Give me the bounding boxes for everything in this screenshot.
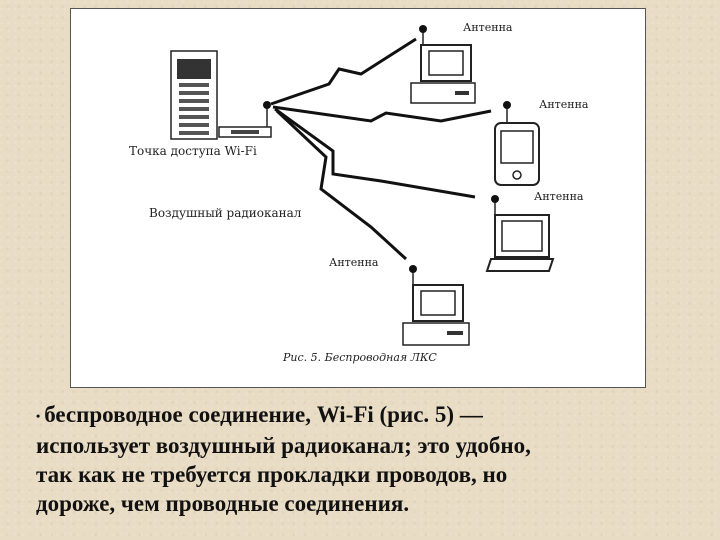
text-line-1-content: беспроводное соединение, Wi-Fi (рис. 5) …: [44, 402, 483, 427]
text-line-2: использует воздушный радиоканал; это удо…: [36, 433, 531, 459]
text-line-1: •беспроводное соединение, Wi-Fi (рис. 5)…: [36, 400, 696, 431]
radio-link-3: [274, 107, 476, 199]
access-point-label: Точка доступа Wi-Fi: [129, 144, 257, 158]
workstation-bottom-icon: [402, 265, 470, 346]
workstation-top-icon: [410, 25, 476, 104]
network-diagram: Точка доступа Wi-Fi Воздушный радиоканал…: [129, 21, 589, 364]
radio-link-4: [275, 109, 408, 261]
figure-caption: Рис. 5. Беспроводная ЛКС: [282, 351, 437, 364]
text-line-4: дороже, чем проводные соединения.: [36, 491, 410, 517]
description-paragraph: •беспроводное соединение, Wi-Fi (рис. 5)…: [36, 400, 696, 518]
access-point-tower-icon: [170, 50, 218, 140]
access-point-device-icon: [218, 101, 272, 138]
radio-link-2: [272, 105, 492, 123]
pda-icon: [494, 101, 540, 186]
antenna-label-pda: Антенна: [539, 98, 589, 111]
radio-link-1: [270, 37, 417, 106]
antenna-label-laptop: Антенна: [534, 190, 584, 203]
antenna-label-bottom: Антенна: [329, 256, 379, 269]
wireless-lan-figure: Точка доступа Wi-Fi Воздушный радиоканал…: [70, 8, 646, 388]
bullet-icon: •: [36, 409, 41, 424]
antenna-label-top: Антенна: [463, 21, 513, 34]
radio-link-lines: [270, 37, 492, 261]
text-line-3: так как не требуется прокладки проводов,…: [36, 462, 508, 488]
laptop-icon: [485, 195, 555, 272]
radio-channel-label: Воздушный радиоканал: [149, 206, 302, 220]
